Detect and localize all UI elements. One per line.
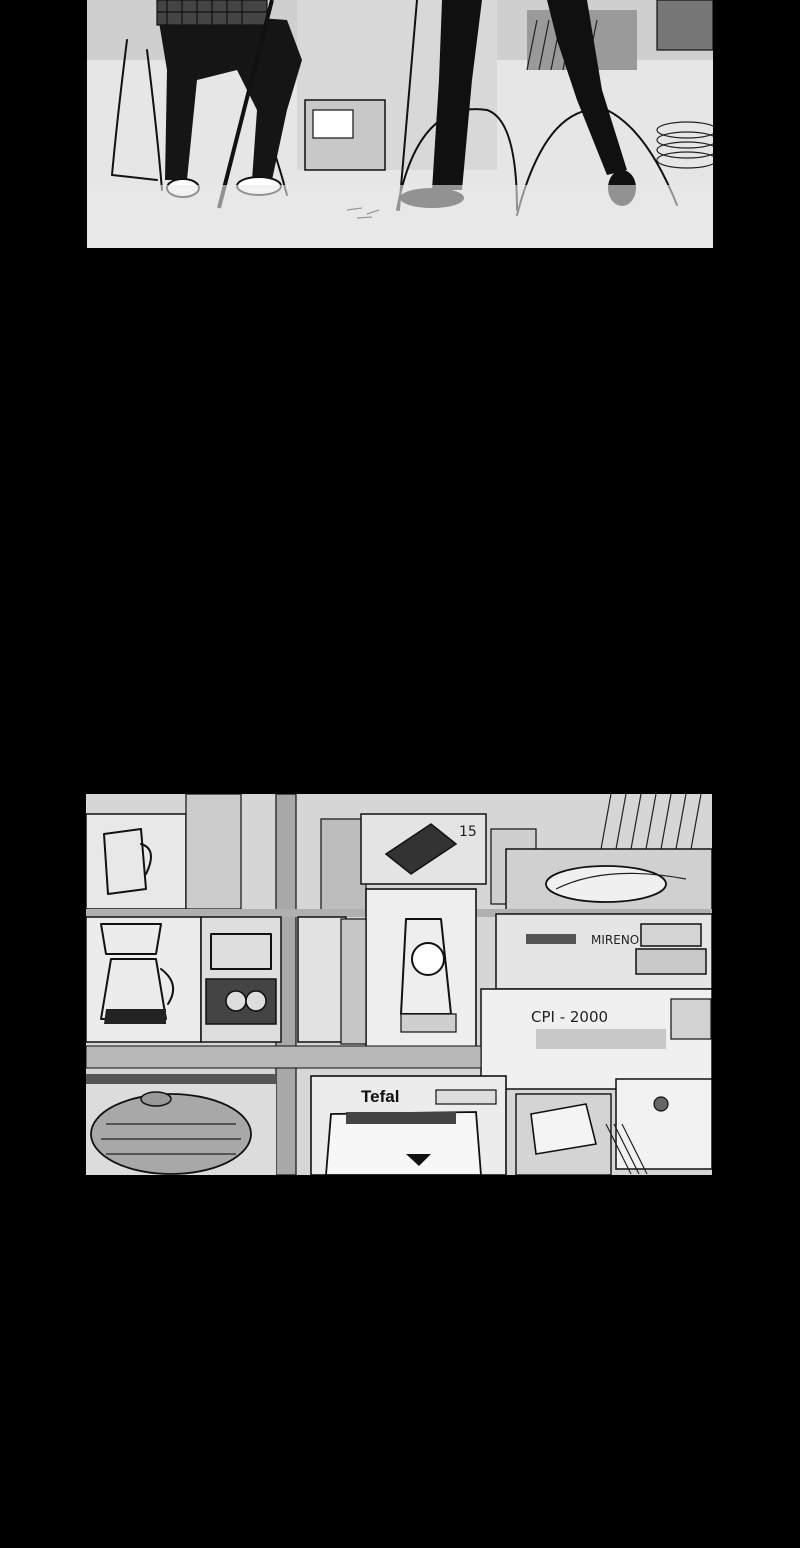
box-number-label: 15 (459, 824, 477, 840)
seated-figures-panel (87, 0, 713, 248)
toaster-brand-label: Tefal (361, 1087, 399, 1106)
model-label: CPI - 2000 (531, 1008, 608, 1026)
appliance-shelves-panel: 15 MIRENO GLASS CPI (86, 794, 712, 1175)
seated-figures-illustration (87, 0, 713, 248)
appliance-shelves-illustration: 15 MIRENO GLASS CPI (86, 794, 712, 1175)
